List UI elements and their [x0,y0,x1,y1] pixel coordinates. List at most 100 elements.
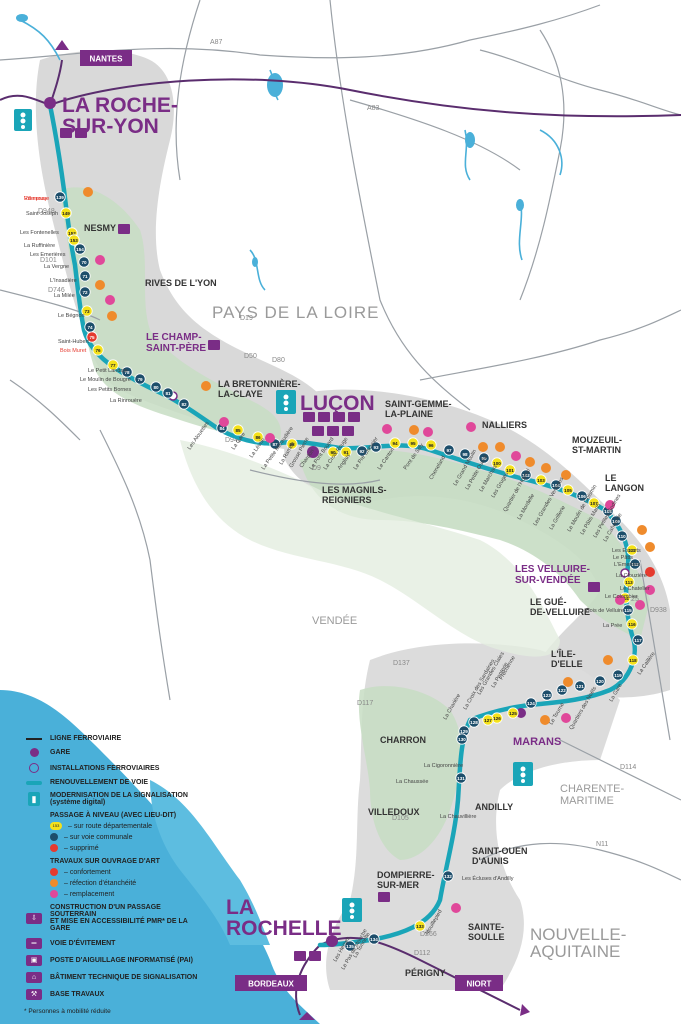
bridge-work-icon [540,715,550,725]
arrow-down-icon [299,1012,315,1020]
level-crossing: 78 [121,366,133,378]
crossing-marker [626,618,638,630]
level-crossing: 117 [632,634,644,646]
crossing-marker [535,474,547,486]
crossing-number: 95 [410,441,416,446]
locality-label: Les Emerières [30,252,66,258]
road-label: D101 [40,257,57,264]
crossing-number: 102 [522,473,530,478]
crossing-marker [92,344,104,356]
crossing-number: 79 [137,377,143,382]
road-label: A87 [210,39,223,46]
legend-label: RENOUVELLEMENT DE VOIE [50,779,149,786]
level-crossing: 101 [504,464,516,476]
locality-label: Bois Muret [60,348,87,354]
road-label: D137 [393,660,410,667]
crossing-number: 106 [578,494,586,499]
crossing-number: 93 [373,445,379,450]
crossing-number: 74 [87,325,93,330]
locality-label: Le Chatelier [620,586,650,592]
bridge-replace-icon [50,890,58,898]
crossing-number: 133 [416,924,424,929]
legend-label: INSTALLATIONS FERROVIAIRES [50,764,160,772]
locality-label: L'Insadière [50,278,77,284]
locality-label: L'Emerière [614,562,640,568]
signalling-icon [276,390,296,414]
crossing-marker [562,484,574,496]
road-label: D746 [48,287,65,294]
crossing-number: 91 [343,450,349,455]
legend-label: – sur route départementale [68,822,153,830]
legend-label: VOIE D'ÉVITEMENT [50,940,116,947]
direction-nantes[interactable]: NANTES [80,50,132,66]
bridge-work-icon [645,567,655,577]
region-pays-de-la-loire: PAYS DE LA LOIRE [212,303,380,322]
legend-row: – réfection d'étanchéité [50,879,199,887]
label-andilly: ANDILLY [475,802,513,812]
lakes [16,14,524,267]
crossing-marker [344,940,356,952]
crossing-marker [626,544,638,556]
crossing-marker [504,464,516,476]
level-crossing: 71 [79,270,91,282]
crossing-number: 116 [628,622,636,627]
legend-row: ⌂BÂTIMENT TECHNIQUE DE SIGNALISATION [24,972,199,983]
crossing-marker [468,716,480,728]
tech-building-icon: ⌂ [24,972,44,983]
crossing-number: 107 [590,501,598,506]
level-crossing: 124 [525,697,537,709]
crossing-marker [442,870,454,882]
level-crossing: 91 [340,446,352,458]
locality-label: La Chauvillière [440,814,476,820]
level-crossing: 75 [86,331,98,343]
crossing-number: 122 [558,688,566,693]
crossing-number: 80 [153,385,159,390]
bridge-strengthen-icon [50,868,58,876]
level-crossing: 98 [459,448,471,460]
level-crossing: 111 [626,544,638,556]
crossing-marker [556,684,568,696]
legend-row: TRAVAUX SUR OUVRAGE D'ART [24,858,199,865]
locality-label: Rompsay [24,196,47,202]
crossing-number: 117 [634,638,642,643]
legend-row: ▮MODERNISATION DE LA SIGNALISATION (syst… [24,792,199,806]
region-vendee: VENDÉE [312,614,357,627]
crossing-marker [541,689,553,701]
level-crossing: 95 [407,437,419,449]
crossing-marker [455,772,467,784]
crossing-marker [627,654,639,666]
bridge-seal-icon [50,879,58,887]
direction-niort[interactable]: NIORT [455,975,503,991]
bridge-work-icon [95,255,105,265]
direction-label: NIORT [467,980,492,989]
place-labels: NESMY RIVES DE L'YON LA BRETONNIÈRE-LA-C… [84,223,644,978]
legend-row: ⚒BASE TRAVAUX [24,989,199,1000]
map-legend: LIGNE FERROVIAIRE GARE INSTALLATIONS FER… [24,735,199,1015]
crossing-number: 98 [462,452,468,457]
crossing-number: 129 [460,729,468,734]
legend-label: – supprimé [64,844,99,852]
crossing-number: 100 [493,461,501,466]
level-crossing: 80 [150,381,162,393]
level-crossing: 109 [610,515,622,527]
crossing-marker [150,381,162,393]
label-mouzeuil: MOUZEUIL-ST-MARTIN [572,435,622,455]
purple-facility-icons [60,128,600,961]
locality-label: La Milée [54,293,75,299]
level-crossing: 85 [232,424,244,436]
label-charron: CHARRON [380,735,426,745]
legend-row: INSTALLATIONS FERROVIAIRES [24,763,199,773]
crossing-marker [425,439,437,451]
direction-label: NANTES [90,55,124,64]
level-crossing: 72 [79,286,91,298]
level-crossing: 105 [562,484,574,496]
locality-label: La Prée [603,623,622,629]
locality-label: Le Bégnon [58,313,85,319]
road-label: D9 [312,465,321,472]
crossing-number: 115 [624,608,632,613]
level-crossing: 112 [629,558,641,570]
direction-bordeaux[interactable]: BORDEAUX [235,975,307,991]
station-marans [516,708,526,718]
bridge-work-icon [105,295,115,305]
